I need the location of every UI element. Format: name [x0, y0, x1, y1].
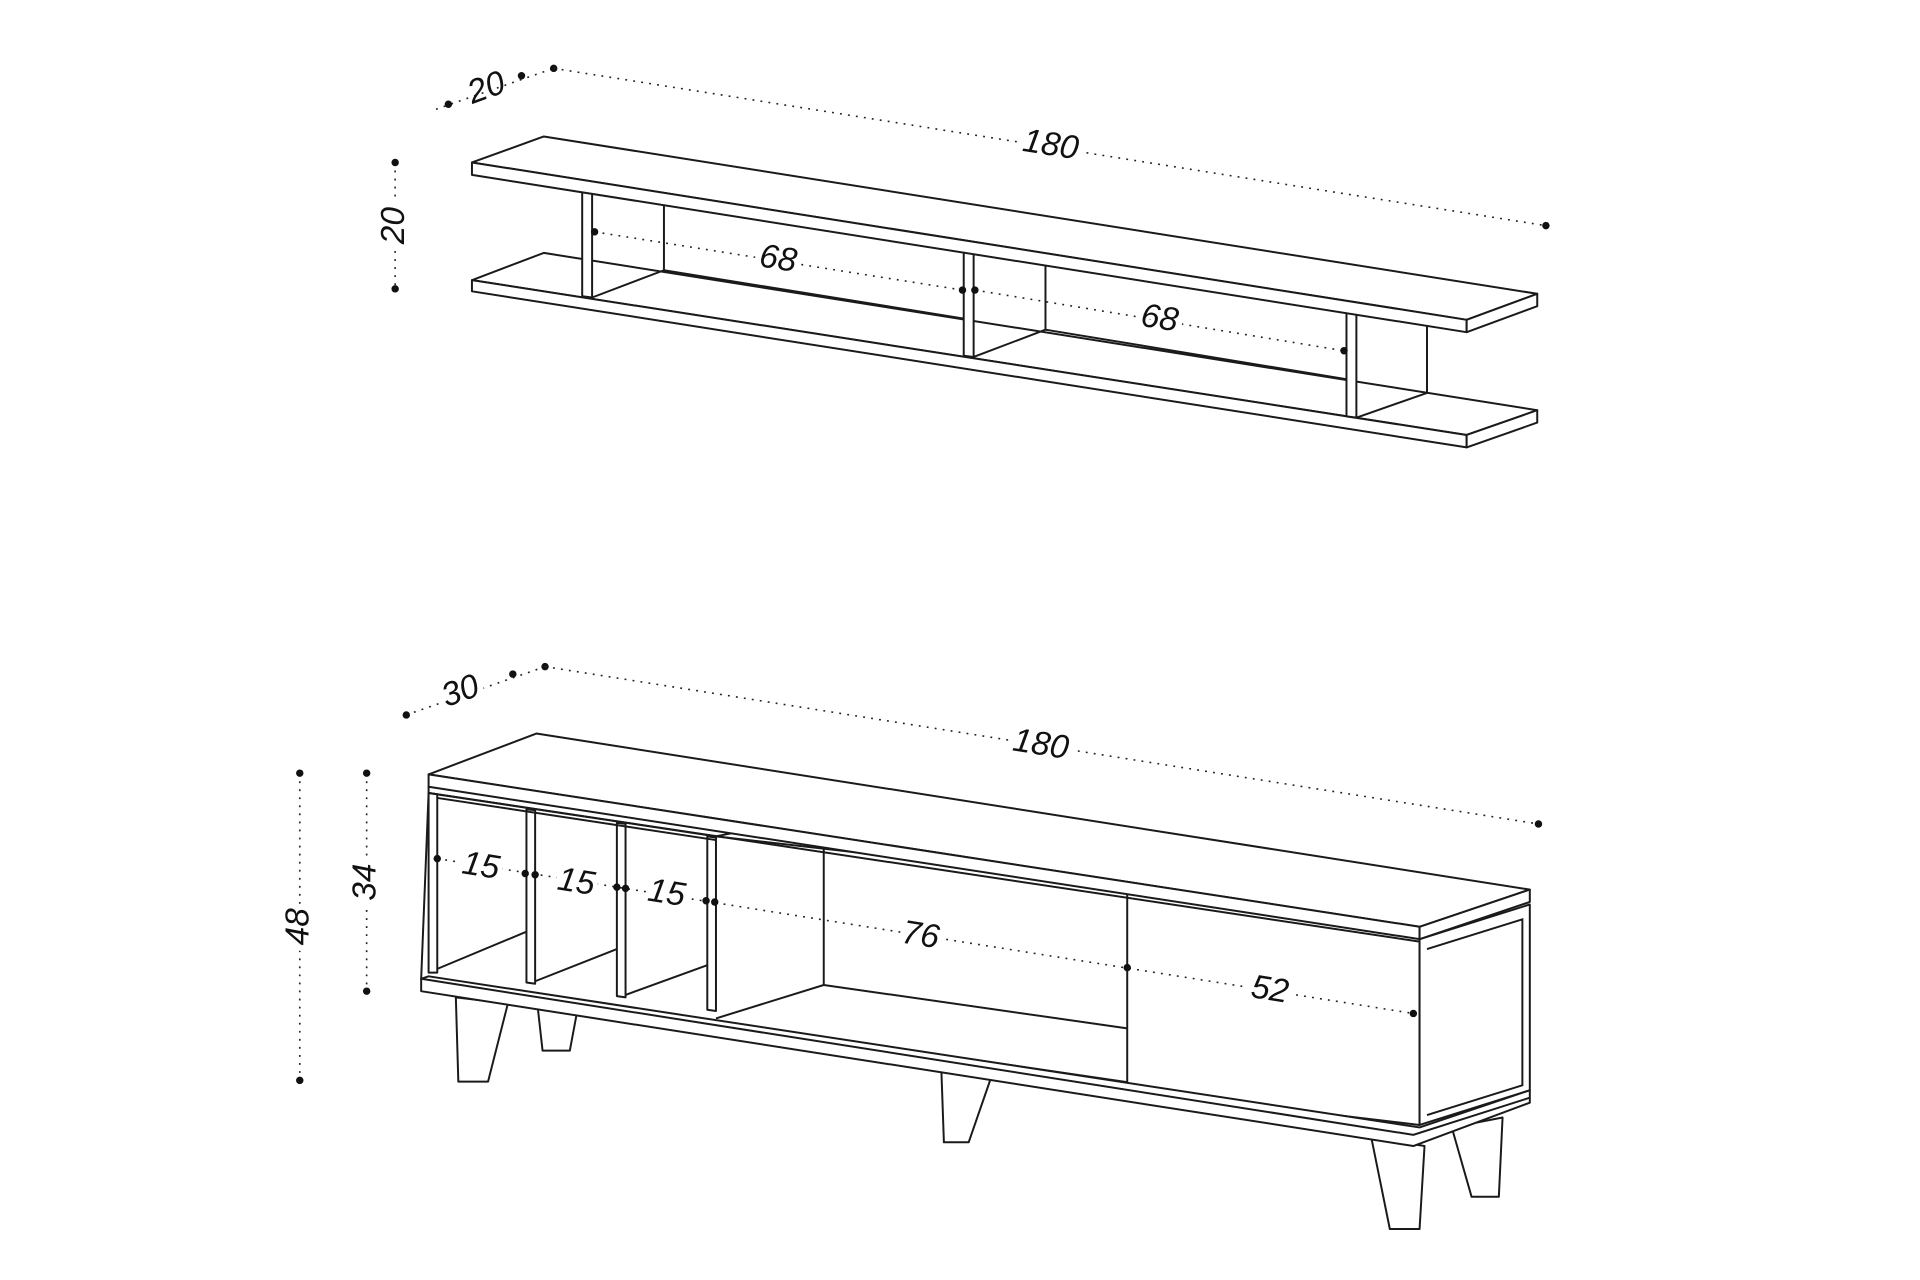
door-section-width-label: 52	[1249, 968, 1292, 1010]
shelf-width-label: 180	[1020, 122, 1081, 167]
leg	[1370, 1136, 1426, 1230]
wall-shelf	[470, 135, 1539, 449]
shelf-depth-label: 20	[461, 64, 510, 112]
shelf-compartment-right-label: 68	[1138, 297, 1181, 339]
tv-unit	[420, 732, 1531, 1230]
unit-total-height-label: 48	[280, 908, 317, 946]
leg	[1450, 1116, 1504, 1198]
unit-width-label: 180	[1010, 722, 1071, 767]
shelf-height-label: 20	[375, 207, 412, 246]
leg	[454, 996, 509, 1083]
cubby-2-width-label: 15	[555, 861, 598, 903]
unit-depth-label: 30	[436, 667, 484, 715]
open-section-width-label: 76	[899, 914, 942, 956]
unit-body-height-label: 34	[346, 864, 383, 901]
shelf-compartment-left-label: 68	[757, 238, 800, 280]
cubby-3-width-label: 15	[645, 872, 688, 914]
leg	[940, 1070, 992, 1144]
cubby-1-width-label: 15	[460, 844, 503, 886]
